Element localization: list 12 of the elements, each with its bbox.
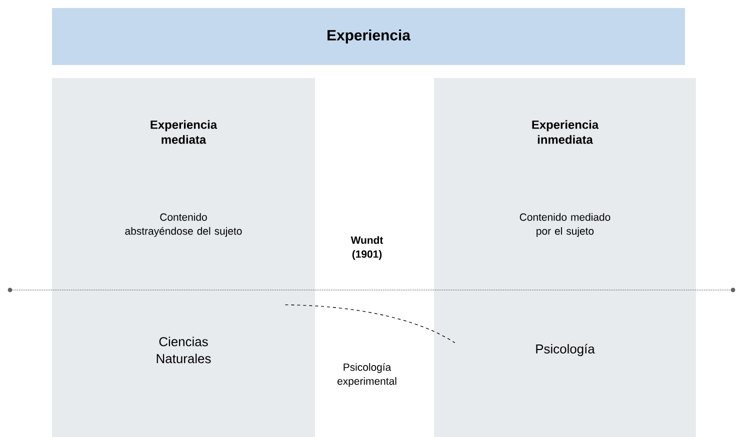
panel-label: Ciencias Naturales: [156, 336, 211, 364]
panel-text: Contenido abstrayéndose del sujeto: [125, 213, 242, 237]
dashed-curve: [284, 304, 456, 344]
panel: [52, 78, 315, 437]
note-text: Psicología experimental: [338, 363, 396, 387]
panel-heading: Experiencia inmediata: [532, 120, 599, 144]
note-text: Wundt (1901): [350, 236, 384, 260]
panel-heading: Experiencia mediata: [150, 120, 218, 144]
panel-label: Psicología: [536, 344, 595, 356]
title-band: Experiencia: [52, 8, 685, 65]
panel-text: Contenido mediado por el sujeto: [520, 213, 610, 237]
panel: [434, 78, 696, 437]
